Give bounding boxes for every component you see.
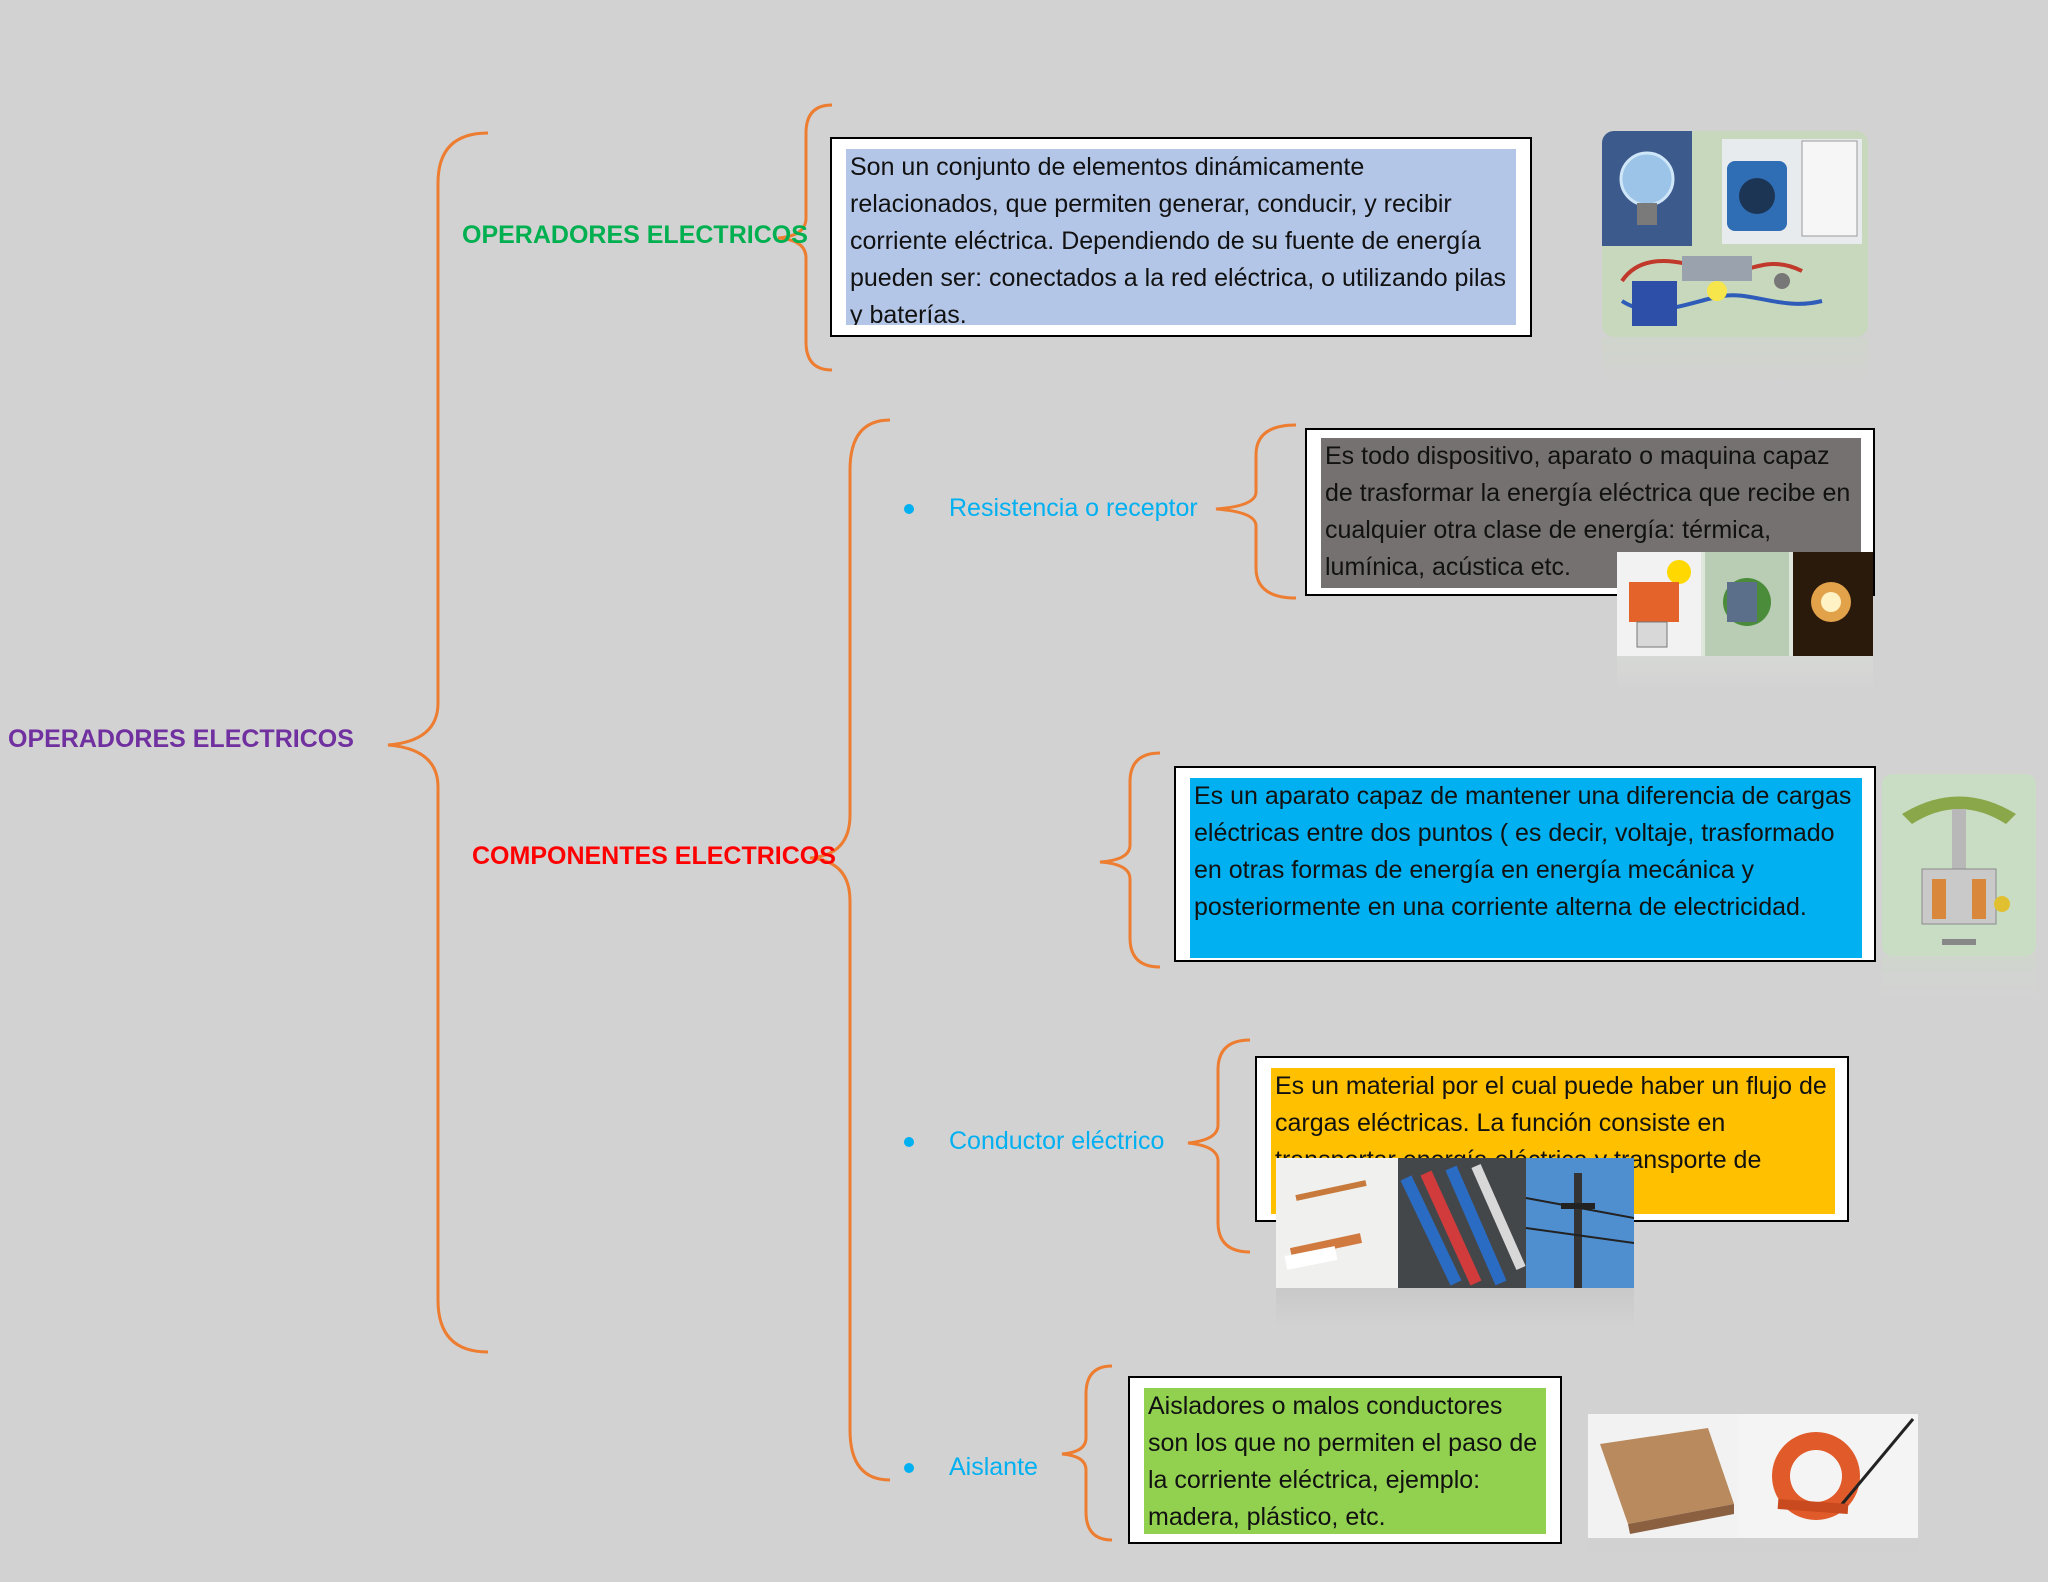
operadores-label: OPERADORES ELECTRICOS — [462, 221, 808, 249]
aislante-description-box: Aisladores o malos conductores son los q… — [1128, 1376, 1562, 1544]
componentes-label: COMPONENTES ELECTRICOS — [472, 842, 836, 870]
generator-reflection — [1882, 956, 2036, 1004]
conductor-cables-image — [1276, 1158, 1634, 1288]
receptor-devices-reflection — [1617, 656, 1873, 690]
generador-description: Es un aparato capaz de mantener una dife… — [1190, 778, 1862, 958]
resistencia-description: Es todo dispositivo, aparato o maquina c… — [1321, 438, 1861, 588]
root-brace — [387, 131, 489, 1354]
generador-description-box: Es un aparato capaz de mantener una dife… — [1174, 766, 1876, 962]
operadores-description: Son un conjunto de elementos dinámicamen… — [846, 149, 1516, 325]
root-label: OPERADORES ELECTRICOS — [8, 725, 354, 753]
componentes-brace — [809, 418, 891, 1482]
insulator-materials-reflection — [1588, 1538, 1918, 1578]
operadores-brace — [777, 103, 833, 372]
lightbulb-circuit-image — [1602, 131, 1868, 337]
bullet-conductor — [904, 1137, 914, 1147]
operadores-description-box: Son un conjunto de elementos dinámicamen… — [830, 137, 1532, 337]
conductor-label: Conductor eléctrico — [949, 1127, 1165, 1155]
generador-brace — [1099, 751, 1161, 969]
conductor-cables-reflection — [1276, 1288, 1634, 1328]
insulator-materials-image — [1588, 1414, 1918, 1538]
receptor-devices-image — [1617, 552, 1873, 656]
aislante-brace — [1061, 1364, 1113, 1542]
aislante-label: Aislante — [949, 1453, 1038, 1481]
bullet-resistencia — [904, 504, 914, 514]
generator-image — [1882, 774, 2036, 956]
resistencia-brace — [1215, 423, 1297, 600]
conductor-brace — [1187, 1038, 1251, 1254]
bullet-aislante — [904, 1463, 914, 1473]
aislante-description: Aisladores o malos conductores son los q… — [1144, 1388, 1546, 1534]
resistencia-label: Resistencia o receptor — [949, 494, 1198, 522]
lightbulb-circuit-reflection — [1602, 338, 1868, 390]
